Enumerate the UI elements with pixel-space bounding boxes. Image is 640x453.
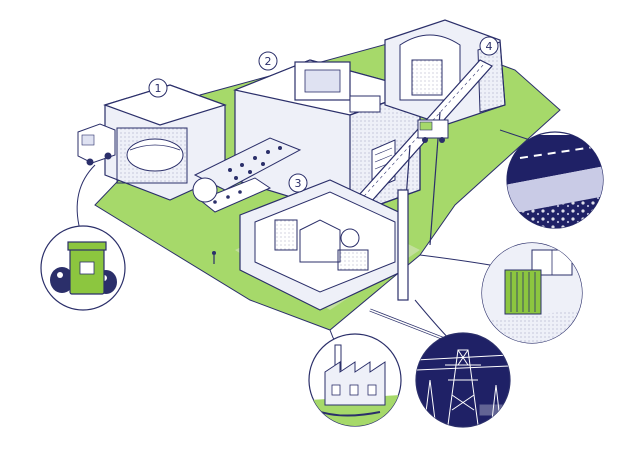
building-furnace: [232, 59, 422, 216]
person-icon: [212, 251, 216, 264]
inset-road-asphalt: [506, 131, 604, 229]
stage-number-3: 3: [288, 173, 308, 193]
small-truck-icon: [417, 119, 449, 143]
stage-number-1-text: 1: [155, 82, 162, 95]
inset-waste-bin: [40, 225, 126, 311]
stage-number-4: 4: [479, 36, 499, 56]
building-turbine-hall: [239, 179, 409, 311]
stage-number-1: 1: [148, 78, 168, 98]
stage-number-3-text: 3: [295, 177, 302, 190]
garbage-truck-icon: [77, 123, 116, 166]
stage-number-4-text: 4: [486, 40, 493, 53]
building-waste-bunker: [103, 84, 227, 201]
building-ash-storage: [384, 19, 506, 126]
radiator-icon: [504, 269, 542, 315]
stage-number-2: 2: [258, 51, 278, 71]
inset-radiator: [481, 242, 583, 344]
inset-power-pylon: [415, 332, 511, 428]
inset-factory: [308, 333, 402, 427]
road-asphalt-icon: [507, 135, 603, 228]
power-pylon-icon: [416, 349, 510, 426]
waste-bin-icon: [50, 241, 117, 295]
feed-conveyor: [192, 137, 302, 213]
factory-icon: [324, 344, 386, 406]
stage-number-2-text: 2: [265, 55, 272, 68]
